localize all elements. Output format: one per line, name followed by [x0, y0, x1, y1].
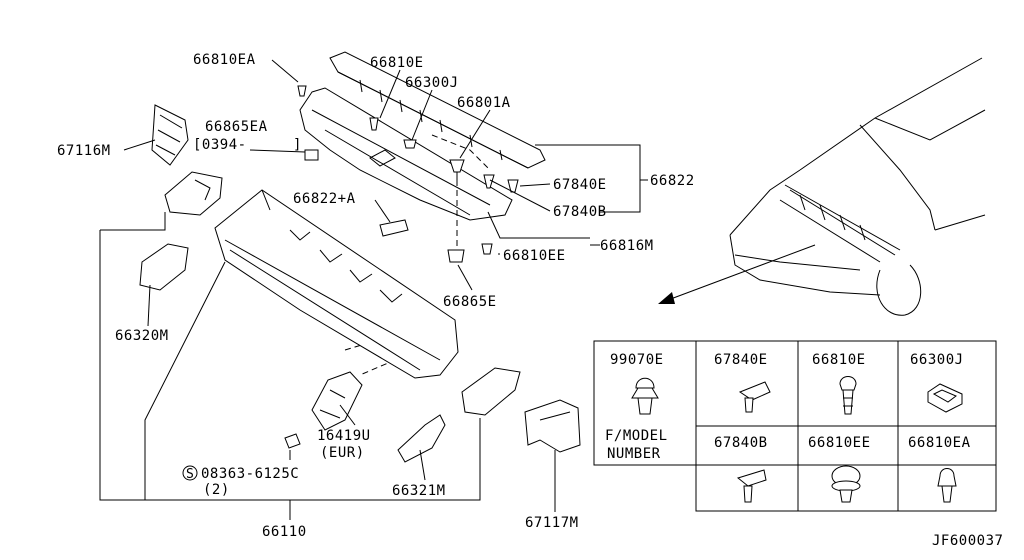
label-0394-close: ]: [293, 137, 302, 153]
label-66810ea: 66810EA: [193, 52, 256, 68]
label-16419u: 16419U: [317, 428, 371, 444]
table-code-99070e: 99070E: [610, 352, 664, 368]
label-66320m: 66320M: [115, 328, 169, 344]
grommet-66300j-icon: [927, 383, 963, 413]
table-code-66810e: 66810E: [812, 352, 866, 368]
table-code-66300j: 66300J: [910, 352, 964, 368]
s-symbol-circle: [182, 465, 198, 481]
label-66865ea: 66865EA: [205, 119, 268, 135]
label-66816m: 66816M: [600, 238, 654, 254]
label-67840b: 67840B: [553, 204, 607, 220]
label-66300j: 66300J: [405, 75, 459, 91]
clip-parts: [297, 85, 519, 263]
bracket-16419u: [284, 371, 363, 449]
label-67117m: 67117M: [525, 515, 579, 531]
cowl-top-upper-part: [299, 51, 546, 221]
table-note-number: NUMBER: [607, 446, 661, 462]
pointer-arrowhead: [658, 292, 675, 304]
clip-66810ea-icon: [937, 468, 957, 503]
part-labels: 66810EA 66810E 66300J 66801A 67116M 6686…: [57, 52, 1003, 549]
clip-99070e-icon: [631, 377, 659, 415]
label-66321m: 66321M: [392, 483, 446, 499]
label-66801a: 66801A: [457, 95, 511, 111]
label-66865e: 66865E: [443, 294, 497, 310]
leader-lines: [99, 59, 648, 520]
label-66822: 66822: [650, 173, 695, 189]
table-code-66810ea: 66810EA: [908, 435, 971, 451]
label-67840e: 67840E: [553, 177, 607, 193]
label-67116m: 67116M: [57, 143, 111, 159]
label-66822-a: 66822+A: [293, 191, 356, 207]
pointer-arrow-line: [667, 244, 816, 301]
label-eur: (EUR): [320, 445, 365, 461]
label-66810e: 66810E: [370, 55, 424, 71]
table-note-fmodel: F/MODEL: [605, 428, 668, 444]
table-code-67840e: 67840E: [714, 352, 768, 368]
label-reference-code: JF600037: [932, 533, 1003, 549]
dash-upper-panel: [214, 189, 459, 379]
label-quantity-2: (2): [203, 482, 230, 498]
table-code-67840b: 67840B: [714, 435, 768, 451]
label-s-symbol: S: [186, 467, 194, 482]
label-08363-6125c: 08363-6125C: [201, 466, 299, 482]
label-66110: 66110: [262, 524, 307, 540]
clip-66810e-icon: [839, 376, 857, 415]
table-code-66810ee: 66810EE: [808, 435, 871, 451]
label-0394: [0394-: [193, 137, 247, 153]
clip-66810ee-icon: [831, 465, 861, 503]
clip-67840e-icon: [738, 381, 771, 413]
side-brackets: [139, 104, 581, 463]
clip-67840b-icon: [736, 469, 767, 503]
car-illustration: [729, 57, 986, 316]
label-66810ee: 66810EE: [503, 248, 566, 264]
fastener-table: 99070E F/MODEL NUMBER 67840E 66810E 6630…: [593, 340, 997, 512]
